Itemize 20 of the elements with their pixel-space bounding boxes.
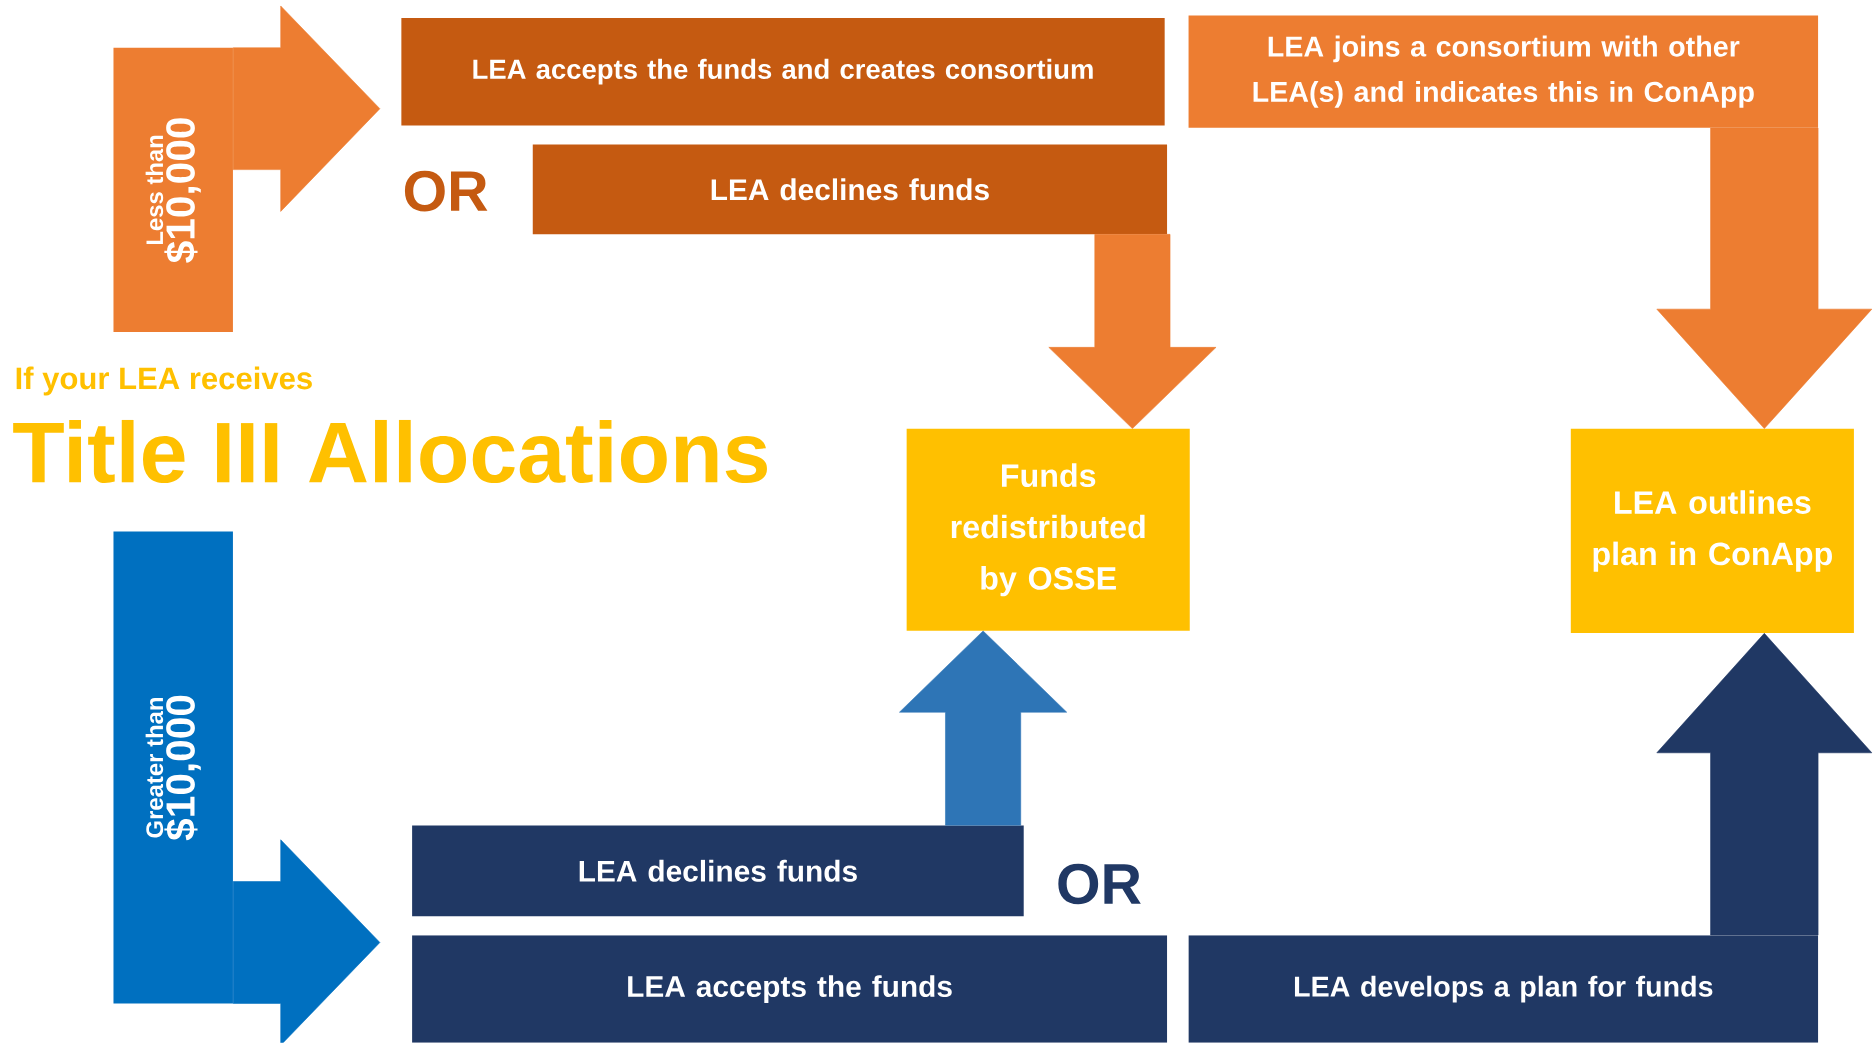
block-arrow: [1048, 234, 1217, 429]
process-box: LEA develops a plan for funds: [1188, 935, 1819, 1043]
bent-arrow-bar: Less than $10,000: [113, 47, 233, 333]
block-arrow: [899, 630, 1067, 826]
process-box: LEA accepts the funds and creates consortium: [401, 18, 1165, 126]
process-box: LEA accepts the funds: [412, 935, 1168, 1043]
block-arrow: [232, 5, 381, 212]
process-box: LEA joins a consortium with other LEA(s) and indicates this in ConApp: [1188, 15, 1819, 128]
block-arrow: [1656, 127, 1873, 429]
bent-arrow-bar: Greater than $10,000: [113, 531, 233, 1004]
block-arrow: [232, 839, 381, 1043]
or-label: OR: [404, 170, 488, 212]
process-box: Funds redistributed by OSSE: [906, 428, 1190, 631]
process-box: LEA declines funds: [532, 144, 1168, 235]
or-label: OR: [1058, 863, 1141, 905]
block-arrow: [1656, 633, 1873, 936]
subtitle: If your LEA receives: [16, 366, 312, 396]
process-box: LEA outlines plan in ConApp: [1570, 428, 1854, 634]
title: Title III Allocations: [13, 420, 767, 484]
process-box: LEA declines funds: [412, 825, 1024, 917]
